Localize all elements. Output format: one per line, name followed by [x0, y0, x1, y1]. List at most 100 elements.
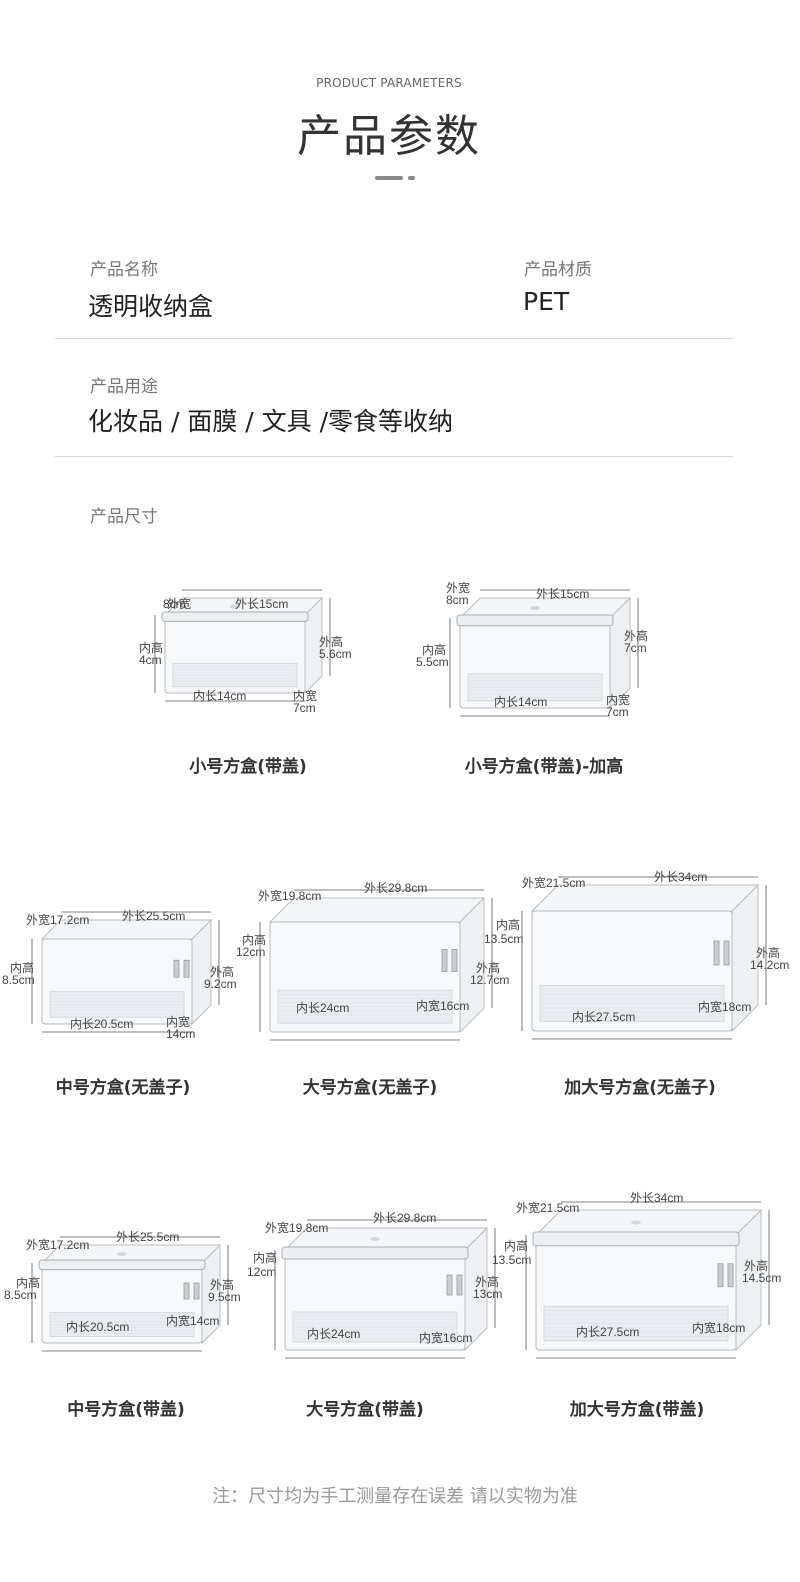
- product-caption: 中号方盒(无盖子): [55, 1078, 191, 1098]
- dimension-label: 外长29.8cm: [364, 881, 428, 895]
- box-illustration: [525, 1201, 770, 1359]
- box-illustration: [31, 1236, 229, 1352]
- dimension-label: 8.5cm: [2, 973, 35, 987]
- subtitle-en: PRODUCT PARAMETERS: [316, 76, 462, 90]
- dimension-label: 外高: [744, 1259, 769, 1273]
- dimension-label: 外高: [210, 965, 235, 979]
- dimension-label: 内宽18cm: [698, 1000, 752, 1014]
- dimension-label: 外长25.5cm: [122, 909, 186, 923]
- dimension-label: 内长20.5cm: [70, 1017, 134, 1031]
- dimension-label: 外宽: [446, 581, 471, 595]
- dimension-label: 14cm: [166, 1027, 196, 1041]
- dimension-label: 内高: [504, 1239, 529, 1253]
- dimension-label: 13cm: [473, 1287, 503, 1301]
- dimension-label: 外宽17.2cm: [26, 1238, 90, 1252]
- dimension-label: 外长15cm: [235, 597, 289, 611]
- box-illustration: [274, 1219, 496, 1359]
- dimension-label: 外高: [210, 1278, 235, 1292]
- dimension-label: 内长27.5cm: [576, 1325, 640, 1339]
- size-label: 产品尺寸: [90, 507, 158, 527]
- dimension-label: 内高: [16, 1276, 41, 1290]
- material-label: 产品材质: [524, 260, 592, 280]
- dimension-label: 9.2cm: [204, 977, 237, 991]
- dimension-label: 外长34cm: [654, 870, 708, 884]
- dimension-label: 内长14cm: [494, 695, 548, 709]
- dimension-label: 外高: [476, 961, 501, 975]
- dimension-label: 12cm: [247, 1265, 277, 1279]
- dimension-label: 内长24cm: [296, 1001, 350, 1015]
- dimension-label: 内高: [10, 961, 35, 975]
- dimension-label: 内高: [422, 643, 447, 657]
- dimension-label: 14.5cm: [742, 1271, 782, 1285]
- box-illustration: [259, 889, 493, 1041]
- dimension-label: 7cm: [624, 641, 647, 655]
- product-caption: 大号方盒(无盖子): [302, 1078, 438, 1098]
- dimension-label: 外宽17.2cm: [26, 913, 90, 927]
- box-illustration: [31, 911, 220, 1033]
- product-name-label: 产品名称: [90, 260, 158, 280]
- dimension-label: 外高: [624, 629, 649, 643]
- dimension-label: 外宽21.5cm: [522, 876, 586, 890]
- dimension-label: 12.7cm: [470, 973, 510, 987]
- dimension-label: 外高: [475, 1275, 500, 1289]
- dimension-label: 内高: [253, 1251, 278, 1265]
- dimension-label: 外长25.5cm: [116, 1230, 180, 1244]
- dimension-label: 8cm: [446, 593, 469, 607]
- product-caption: 小号方盒(带盖): [189, 757, 307, 777]
- dimension-label: 5.6cm: [319, 647, 352, 661]
- dimension-label: 内长14cm: [193, 689, 247, 703]
- product-caption: 小号方盒(带盖)-加高: [464, 757, 624, 777]
- dimension-label: 外长29.8cm: [373, 1211, 437, 1225]
- dimension-label: 12cm: [236, 945, 266, 959]
- dimension-label: 内长24cm: [307, 1327, 361, 1341]
- dimension-label: 内长27.5cm: [572, 1010, 636, 1024]
- dimension-label: 外宽21.5cm: [516, 1201, 580, 1215]
- dimension-label: 外宽19.8cm: [265, 1221, 329, 1235]
- dimension-label: 7cm: [293, 701, 316, 715]
- divider: [55, 338, 733, 339]
- dimension-label: 14.2cm: [750, 958, 790, 972]
- dimension-label: 内宽16cm: [419, 1331, 473, 1345]
- dimension-label: 5.5cm: [416, 655, 449, 669]
- dimension-label: 内高: [496, 918, 521, 932]
- dimension-label: 内宽14cm: [166, 1314, 220, 1328]
- dimension-label: 内宽18cm: [692, 1321, 746, 1335]
- dimension-label: 内宽: [606, 693, 631, 707]
- dimension-label: 9.5cm: [208, 1290, 241, 1304]
- product-caption: 加大号方盒(带盖): [569, 1400, 705, 1420]
- dimension-label: 8.5cm: [4, 1288, 37, 1302]
- dimension-label: 外高: [756, 946, 781, 960]
- dimension-label: 外高: [319, 635, 344, 649]
- dimension-label: 内宽: [293, 689, 318, 703]
- dimension-label: 外宽: [167, 597, 192, 611]
- box-illustration: [449, 589, 639, 717]
- dimension-label: 外宽19.8cm: [258, 889, 322, 903]
- usage-value: 化妆品 / 面膜 / 文具 /零食等收纳: [88, 407, 454, 436]
- product-name-value: 透明收纳盒: [88, 292, 214, 321]
- material-value: PET: [523, 287, 570, 316]
- divider: [55, 456, 733, 457]
- product-caption: 大号方盒(带盖): [306, 1400, 424, 1420]
- dimension-label: 13.5cm: [492, 1253, 532, 1267]
- box-illustration: [521, 876, 767, 1040]
- page-title: 产品参数: [297, 111, 481, 162]
- dimension-label: 内宽: [166, 1015, 191, 1029]
- dimension-label: 内宽16cm: [416, 999, 470, 1013]
- product-caption: 中号方盒(带盖): [67, 1400, 185, 1420]
- dimension-label: 外长15cm: [536, 587, 590, 601]
- dimension-label: 7cm: [606, 705, 629, 719]
- usage-label: 产品用途: [90, 377, 158, 397]
- measurement-note: 注：尺寸均为手工测量存在误差 请以实物为准: [212, 1486, 578, 1507]
- dimension-label: 内高: [139, 641, 164, 655]
- title-decoration: [375, 176, 415, 180]
- dimension-label: 外长34cm: [630, 1191, 684, 1205]
- dimension-label: 13.5cm: [484, 932, 524, 946]
- dimension-label: 4cm: [139, 653, 162, 667]
- dimension-label: 内长20.5cm: [66, 1320, 130, 1334]
